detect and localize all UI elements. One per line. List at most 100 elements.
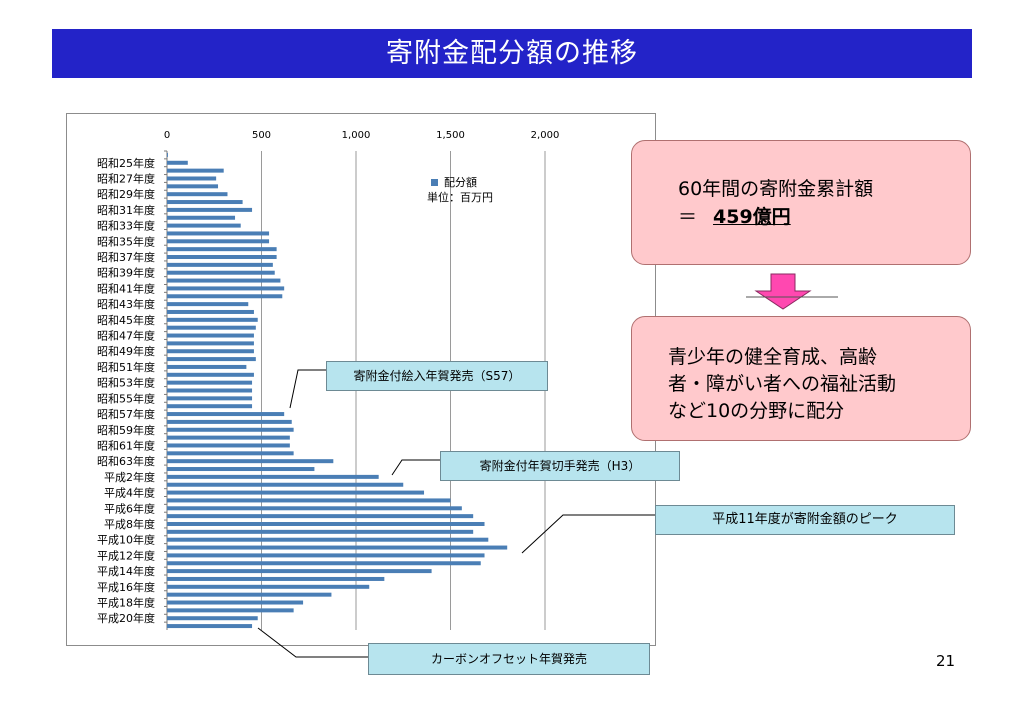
bar [167, 537, 489, 542]
category-label: 平成20年度 [97, 611, 155, 625]
category-label: 平成4年度 [104, 486, 155, 500]
bar [167, 412, 285, 417]
bar [167, 341, 254, 346]
bar [167, 482, 404, 487]
category-label: 昭和41年度 [97, 281, 155, 295]
bar [167, 521, 485, 526]
category-label: 平成8年度 [104, 517, 155, 531]
category-label: 平成6年度 [104, 501, 155, 515]
bar [167, 459, 334, 464]
bar [167, 184, 219, 189]
page-number: 21 [936, 652, 956, 670]
category-label: 平成12年度 [97, 548, 155, 562]
category-label: 昭和63年度 [97, 454, 155, 468]
bar [167, 333, 254, 338]
bar [167, 372, 254, 377]
category-label: 昭和25年度 [97, 156, 155, 170]
bar [167, 616, 258, 621]
bar [167, 349, 254, 354]
bar [167, 427, 294, 432]
x-tick-label: 1,500 [436, 130, 465, 141]
category-label: 昭和57年度 [97, 407, 155, 421]
callout-h3: 寄附金付年賀切手発売（H3） [440, 451, 680, 481]
equals-sign: ＝ [678, 206, 698, 228]
bar [167, 490, 425, 495]
callout-carbon: カーボンオフセット年賀発売 [368, 643, 650, 675]
category-label: 昭和29年度 [97, 187, 155, 201]
bar [167, 467, 315, 472]
category-label: 昭和53年度 [97, 376, 155, 390]
bar [167, 200, 243, 205]
bar [167, 506, 462, 511]
bar [167, 592, 332, 597]
category-label: 平成18年度 [97, 596, 155, 610]
allocation-line-3: など10の分野に配分 [668, 400, 845, 422]
category-label: 昭和43年度 [97, 297, 155, 311]
category-label: 昭和33年度 [97, 219, 155, 233]
bar [167, 404, 253, 409]
bar [167, 569, 432, 574]
allocation-line-1: 青少年の健全育成、高齢 [668, 346, 878, 368]
bar [167, 192, 228, 197]
bar [167, 152, 168, 157]
bar [167, 451, 294, 456]
allocation-line-2: 者・障がい者への福祉活動 [668, 373, 897, 395]
x-tick-label: 0 [164, 130, 170, 141]
bar [167, 239, 270, 244]
category-label: 昭和49年度 [97, 344, 155, 358]
x-tick-label: 500 [252, 130, 271, 141]
bar [167, 380, 253, 385]
bar [167, 396, 253, 401]
bar [167, 160, 188, 165]
bar [167, 474, 379, 479]
category-label: 昭和59年度 [97, 423, 155, 437]
bar [167, 294, 283, 299]
category-label: 昭和35年度 [97, 234, 155, 248]
category-label: 平成2年度 [104, 470, 155, 484]
category-label: 昭和37年度 [97, 250, 155, 264]
bar [167, 529, 474, 534]
category-label: 昭和51年度 [97, 360, 155, 374]
bar [167, 215, 236, 220]
category-label: 昭和39年度 [97, 266, 155, 280]
category-label: 昭和45年度 [97, 313, 155, 327]
connector-h3 [391, 459, 440, 476]
bar [167, 600, 304, 605]
legend-label: 配分額 [444, 176, 477, 189]
bar [167, 561, 481, 566]
category-label: 平成14年度 [97, 564, 155, 578]
bar [167, 207, 253, 212]
bar [167, 435, 290, 440]
total-value-line: ＝ 459億円 [678, 203, 970, 231]
bar [167, 545, 508, 550]
bar [167, 309, 254, 314]
category-label: 昭和55年度 [97, 391, 155, 405]
total-label: 60年間の寄附金累計額 [678, 178, 874, 200]
category-label: 昭和31年度 [97, 203, 155, 217]
bar [167, 364, 247, 369]
total-amount: 459億円 [713, 206, 791, 228]
bar [167, 325, 256, 330]
callout-h11: 平成11年度が寄附金額のピーク [655, 505, 955, 535]
bar [167, 286, 285, 291]
bar [167, 231, 270, 236]
bar [167, 388, 253, 393]
allocation-box: 青少年の健全育成、高齢 者・障がい者への福祉活動 など10の分野に配分 [631, 316, 971, 441]
bar [167, 176, 217, 181]
bar [167, 255, 277, 260]
bar [167, 357, 256, 362]
connector-carbon [257, 627, 368, 658]
total-amount-box: 60年間の寄附金累計額 ＝ 459億円 [631, 140, 971, 265]
bar [167, 278, 281, 283]
bar [167, 247, 277, 252]
bar [167, 270, 275, 275]
x-tick-label: 2,000 [531, 130, 560, 141]
down-arrow-icon [754, 273, 812, 310]
bar [167, 624, 253, 629]
bar [167, 443, 290, 448]
category-label: 昭和47年度 [97, 329, 155, 343]
bar [167, 514, 474, 519]
